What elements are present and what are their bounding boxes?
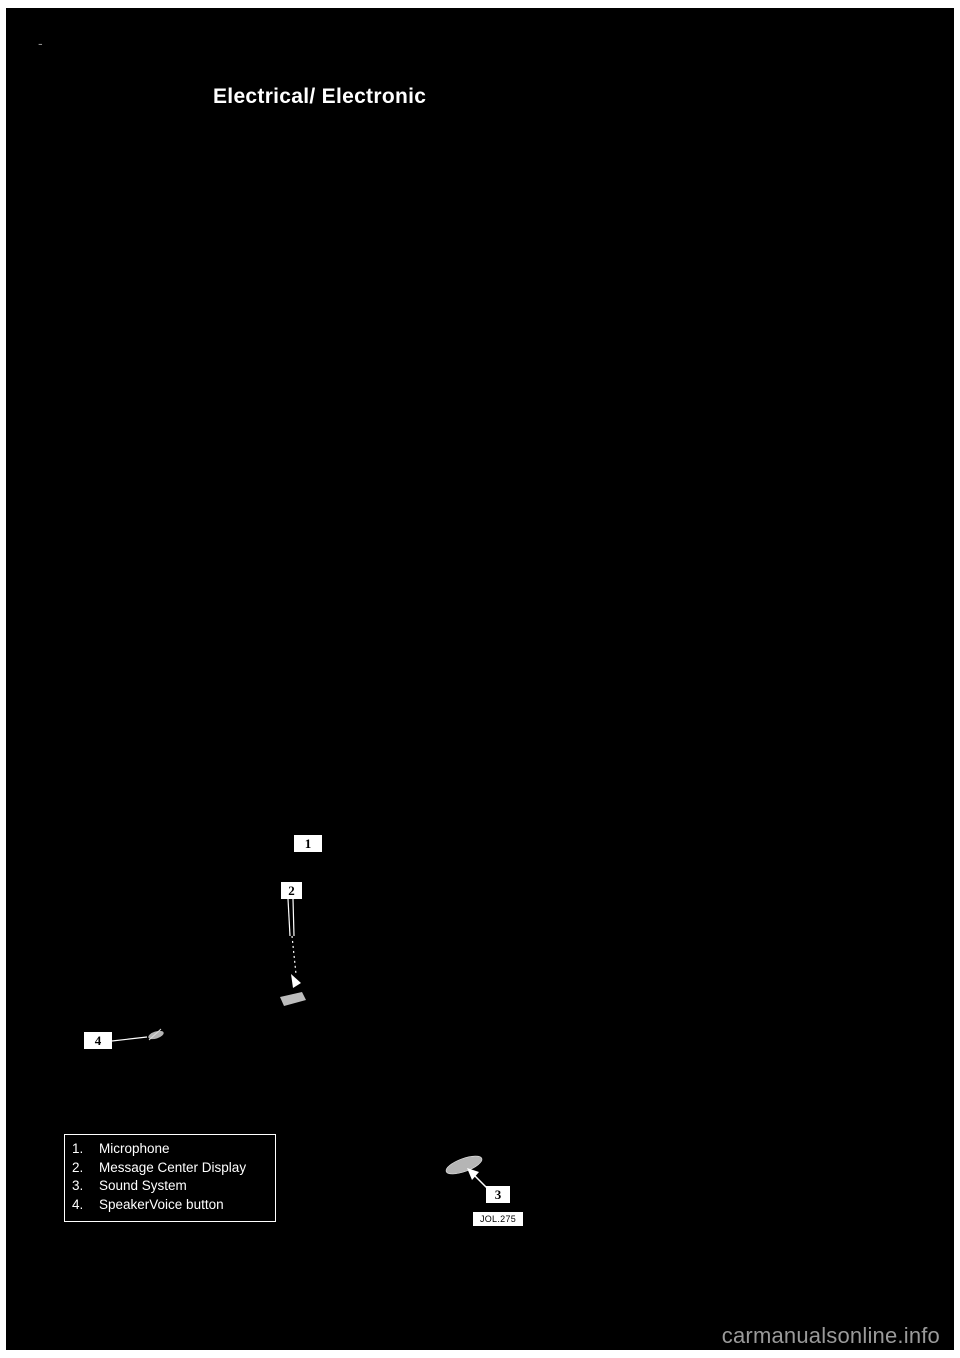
corner-mark: - — [38, 35, 43, 51]
legend-item-number: 2. — [72, 1159, 84, 1175]
watermark-text: carmanualsonline.info — [721, 1323, 940, 1348]
legend-item-label: Microphone — [99, 1141, 170, 1156]
legend-item-number: 4. — [72, 1196, 84, 1212]
manual-page — [6, 8, 954, 1350]
legend-item-sound-system: 3. Sound System — [72, 1177, 271, 1196]
legend-item-label: Sound System — [99, 1178, 187, 1193]
legend-item-number: 1. — [72, 1141, 84, 1156]
callout-3-badge: 3 — [486, 1186, 510, 1203]
legend-item-number: 3. — [72, 1178, 84, 1193]
legend-item-label: Message Center Display — [99, 1159, 247, 1175]
legend-item-label: SpeakerVoice button — [99, 1196, 224, 1212]
legend-item-speakervoice-button: 4. SpeakerVoice button — [72, 1196, 271, 1215]
legend-item-microphone: 1. Microphone — [72, 1140, 271, 1159]
callout-4-badge: 4 — [84, 1032, 112, 1049]
legend-box: 1. Microphone 2. Message Center Display … — [64, 1134, 276, 1222]
page-title: Electrical/ Electronic — [213, 85, 427, 108]
legend-item-message-center-display: 2. Message Center Display — [72, 1159, 271, 1178]
callout-1-badge: 1 — [294, 835, 322, 852]
callout-2-badge: 2 — [281, 882, 302, 899]
figure-reference-code: JOL.275 — [473, 1212, 523, 1226]
